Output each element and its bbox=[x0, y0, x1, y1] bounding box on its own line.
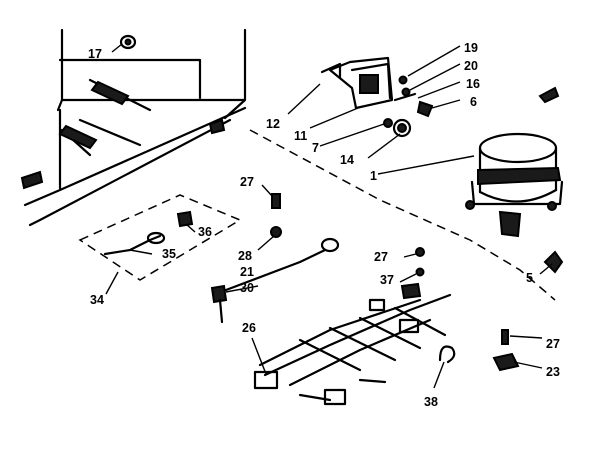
callout-27-top: 27 bbox=[240, 175, 254, 189]
callout-21: 21 bbox=[240, 265, 254, 279]
callout-37: 37 bbox=[380, 273, 394, 287]
parts-bag-34 bbox=[78, 194, 242, 281]
callout-23: 23 bbox=[546, 365, 560, 379]
callout-28: 28 bbox=[238, 249, 252, 263]
cord-21-30 bbox=[210, 237, 340, 324]
relay-assembly bbox=[320, 56, 394, 110]
callout-1: 1 bbox=[370, 169, 377, 183]
callout-6: 6 bbox=[470, 95, 477, 109]
bracket-23 bbox=[492, 329, 520, 372]
callout-14: 14 bbox=[340, 153, 354, 167]
cabinet-base bbox=[20, 28, 247, 227]
callout-27-right: 27 bbox=[546, 337, 560, 351]
callout-7: 7 bbox=[312, 141, 319, 155]
callout-36: 36 bbox=[198, 225, 212, 239]
leader-lines bbox=[105, 43, 553, 389]
callout-5: 5 bbox=[526, 271, 533, 285]
callout-16: 16 bbox=[466, 77, 480, 91]
screw-27-28 bbox=[270, 193, 282, 238]
part-17-plug bbox=[119, 34, 137, 50]
callout-34: 34 bbox=[90, 293, 104, 307]
callout-35: 35 bbox=[162, 247, 176, 261]
callout-11: 11 bbox=[294, 129, 307, 143]
wiring-harness bbox=[253, 282, 452, 406]
callout-26: 26 bbox=[242, 321, 256, 335]
callout-30: 30 bbox=[240, 281, 254, 295]
part-5 bbox=[543, 250, 564, 274]
dashed-guide-line bbox=[249, 129, 556, 301]
callout-20: 20 bbox=[464, 59, 478, 73]
grommets bbox=[383, 118, 412, 138]
screw-27-37 bbox=[415, 247, 425, 277]
callout-27-mid: 27 bbox=[374, 250, 388, 264]
compressor bbox=[465, 132, 564, 238]
callout-19: 19 bbox=[464, 41, 478, 55]
callout-17: 17 bbox=[88, 47, 102, 61]
callout-12: 12 bbox=[266, 117, 280, 131]
part-38-clip bbox=[438, 345, 456, 364]
callout-38: 38 bbox=[424, 395, 438, 409]
small-fittings bbox=[393, 75, 560, 118]
